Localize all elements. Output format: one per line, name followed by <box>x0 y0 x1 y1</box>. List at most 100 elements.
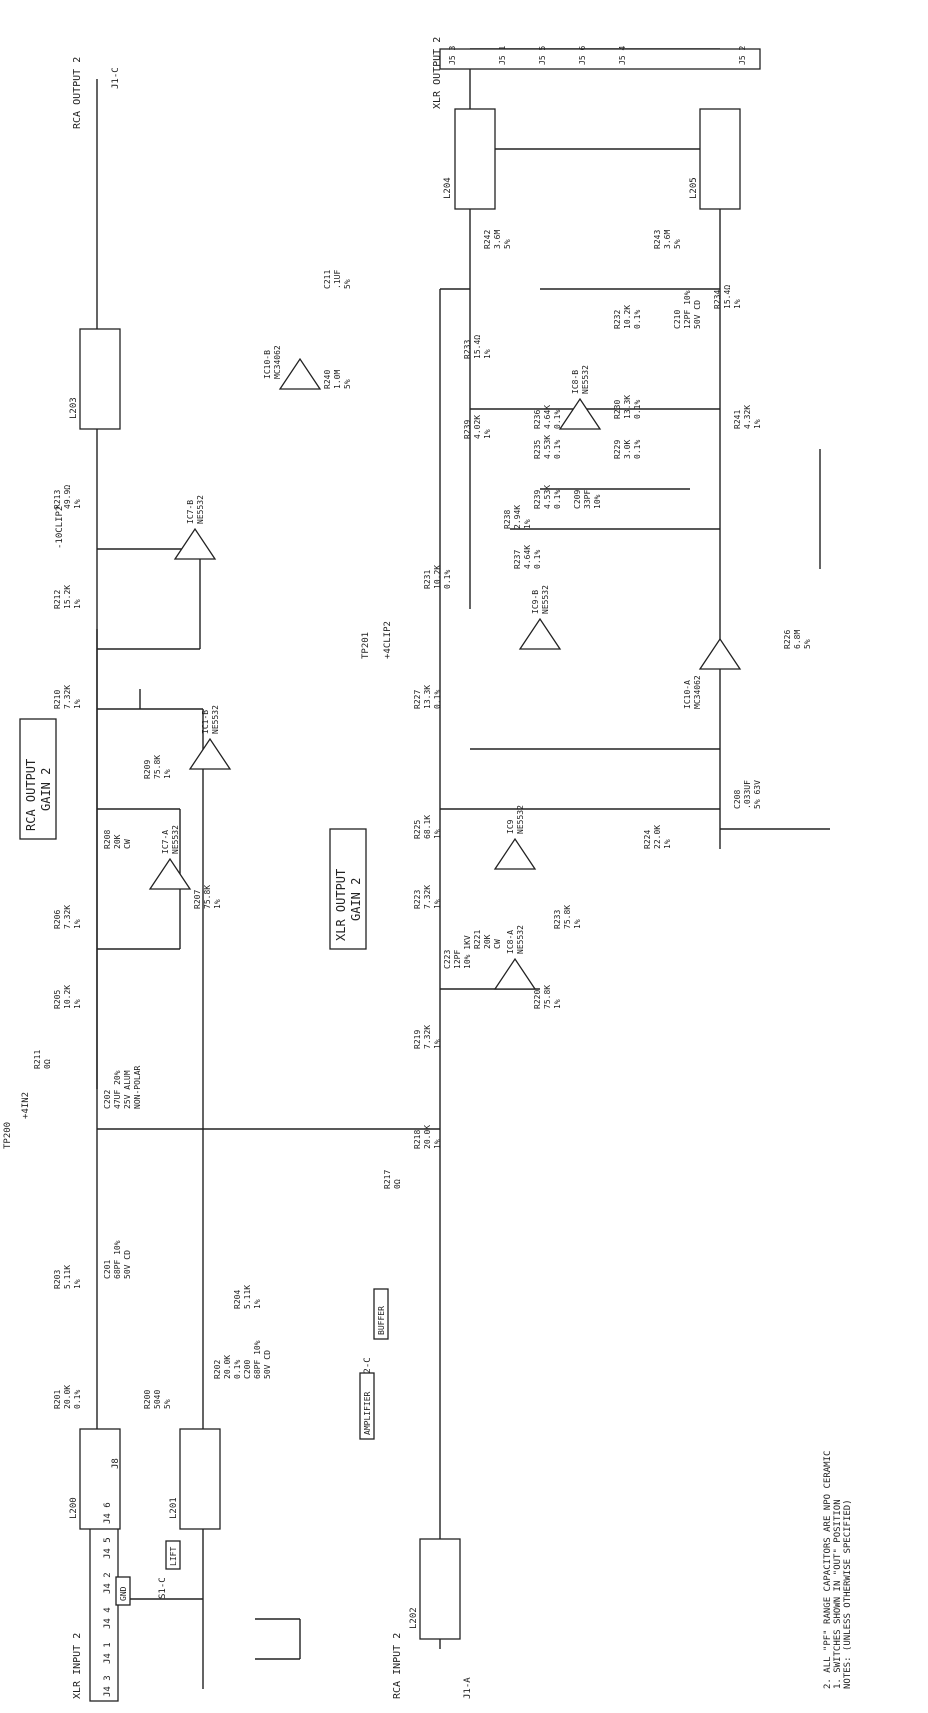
l204-label: L204 <box>443 177 453 199</box>
ic1b-ref: IC1-B <box>201 710 210 734</box>
component-label-r226-2: 5% <box>803 639 812 649</box>
component-label-c209-0: C209 <box>573 490 582 509</box>
component-label-r202-0: R202 <box>213 1360 222 1379</box>
component-label-r236-0: R236 <box>533 410 542 429</box>
component-label-r243-2: 5% <box>673 239 682 249</box>
component-label-c223-1: 12PF <box>453 950 462 969</box>
component-label-c210-1: 12PF 10% <box>683 290 692 329</box>
component-label-r210-0: R210 <box>53 690 62 709</box>
rca-output-label: RCA OUTPUT 2 <box>72 57 83 129</box>
component-label-r205-0: R205 <box>53 990 62 1009</box>
component-label-r207-0: R207 <box>193 890 202 909</box>
rca-output-section-line1: RCA OUTPUT <box>24 759 38 831</box>
component-label-r226-0: R226 <box>783 630 792 649</box>
component-label-r226-1: 6.8M <box>793 630 802 649</box>
component-label-r224-2: 1% <box>663 839 672 849</box>
component-label-r235-2: 0.1% <box>553 440 562 459</box>
component-label-r207-1: 75.8K <box>203 885 212 909</box>
component-label-r205-2: 1% <box>73 999 82 1009</box>
ic7b-ref: IC7-B <box>186 500 195 524</box>
component-label-r225-0: R225 <box>413 820 422 839</box>
rca-input-jack: J1-A <box>463 1677 473 1699</box>
component-label-r220-1: 75.8K <box>543 985 552 1009</box>
gnd-label: GND <box>119 1586 128 1601</box>
component-label-r235-0: R235 <box>533 440 542 459</box>
component-label-c200-2: 50V CD <box>263 1350 272 1379</box>
component-label-r240-2: 5% <box>343 379 352 389</box>
component-label-r243-1: 3.6M <box>663 230 672 249</box>
component-label-r238-0: R238 <box>503 510 512 529</box>
j8-label: J8 <box>111 1458 121 1469</box>
component-label-r204-2: 1% <box>253 1299 262 1309</box>
component-label-r205-1: 10.2K <box>63 985 72 1009</box>
components-outline <box>79 48 761 1702</box>
component-label-r239-1: 4.53K <box>543 485 552 509</box>
ic7a-ref: IC7-A <box>161 830 170 854</box>
component-label-r208-1: 20K <box>113 834 122 849</box>
ic8b-part: NE5532 <box>581 365 590 394</box>
component-label-r201-2: 0.1% <box>73 1390 82 1409</box>
component-label-r219-2: 1% <box>433 1039 442 1049</box>
component-label-r235-1: 4.53K <box>543 435 552 459</box>
component-label-r243-0: R243 <box>653 230 662 249</box>
component-label-r239b-0: R239 <box>463 420 472 439</box>
component-label-r230-0: R230 <box>613 400 622 419</box>
component-label-c211-1: .1UF <box>333 270 342 289</box>
component-label-r225-2: 1% <box>433 829 442 839</box>
component-label-r232-1: 10.2K <box>623 305 632 329</box>
component-label-c200-1: 68PF 10% <box>253 1340 262 1379</box>
ic9b-ref: IC9-B <box>531 590 540 614</box>
section-labels: RCA OUTPUT GAIN 2 XLR OUTPUT GAIN 2 <box>19 718 367 950</box>
component-label-r227-0: R227 <box>413 690 422 709</box>
component-label-r237-1: 4.64K <box>523 545 532 569</box>
component-label-r233b-2: 1% <box>483 349 492 359</box>
component-label-r233-0: R233 <box>553 910 562 929</box>
xlr-out-pin-1: J5 3 <box>448 46 457 65</box>
component-label-r213-0: R213 <box>53 490 62 509</box>
component-label-r223-2: 1% <box>433 899 442 909</box>
component-label-r201-1: 20.0K <box>63 1385 72 1409</box>
component-label-r231-2: 0.1% <box>443 570 452 589</box>
component-label-r212-2: 1% <box>73 599 82 609</box>
component-label-r203-0: R203 <box>53 1270 62 1289</box>
ic8b-ref: IC8-B <box>571 370 580 394</box>
component-label-r234-2: 1% <box>733 299 742 309</box>
component-label-r219-1: 7.32K <box>423 1025 432 1049</box>
component-label-r200-2: 5% <box>163 1399 172 1409</box>
rca-input-label: RCA INPUT 2 <box>392 1633 403 1699</box>
component-label-r233-2: 1% <box>573 919 582 929</box>
component-label-r233b-0: R233 <box>463 340 472 359</box>
clip-net: -10CLIP2 <box>55 506 65 549</box>
component-label-r241-1: 4.32K <box>743 405 752 429</box>
component-label-c200-0: C200 <box>243 1360 252 1379</box>
component-label-r230-2: 0.1% <box>633 400 642 419</box>
component-label-r220-2: 1% <box>553 999 562 1009</box>
component-label-c211-2: 5% <box>343 279 352 289</box>
ic10a-part: MC34062 <box>693 675 702 709</box>
component-label-r206-0: R206 <box>53 910 62 929</box>
ic10b-part: MC34062 <box>273 345 282 379</box>
component-label-r200-0: R200 <box>143 1390 152 1409</box>
component-label-r227-1: 13.3K <box>423 685 432 709</box>
component-label-c201-2: 50V CD <box>123 1250 132 1279</box>
inductor-labels: L200 L201 L202 L203 L204 L205 <box>69 177 699 1629</box>
lift-label: LIFT <box>169 1547 178 1566</box>
component-label-r229-1: 3.0K <box>623 440 632 459</box>
component-label-c223-0: C223 <box>443 950 452 969</box>
ic9b-part: NE5532 <box>541 585 550 614</box>
l205-label: L205 <box>689 177 699 199</box>
component-label-r203-2: 1% <box>73 1279 82 1289</box>
ic9-ref: IC9 <box>506 819 515 834</box>
component-label-r242-1: 3.6M <box>493 230 502 249</box>
xlr-output-label: XLR OUTPUT 2 <box>432 37 443 109</box>
component-label-r225-1: 68.1K <box>423 815 432 839</box>
component-label-r224-0: R224 <box>643 830 652 849</box>
component-label-r201-0: R201 <box>53 1390 62 1409</box>
component-label-r218-1: 20.0K <box>423 1125 432 1149</box>
component-label-r212-1: 15.2K <box>63 585 72 609</box>
component-label-r211-0: R211 <box>33 1050 42 1069</box>
notes-block: NOTES: (UNLESS OTHERWISE SPECIFIED) 1. S… <box>823 1451 853 1689</box>
component-label-r239b-2: 1% <box>483 429 492 439</box>
component-label-r210-1: 7.32K <box>63 685 72 709</box>
opamp-labels: IC1-B NE5532 IC7-A NE5532 IC7-B NE5532 I… <box>161 345 702 954</box>
